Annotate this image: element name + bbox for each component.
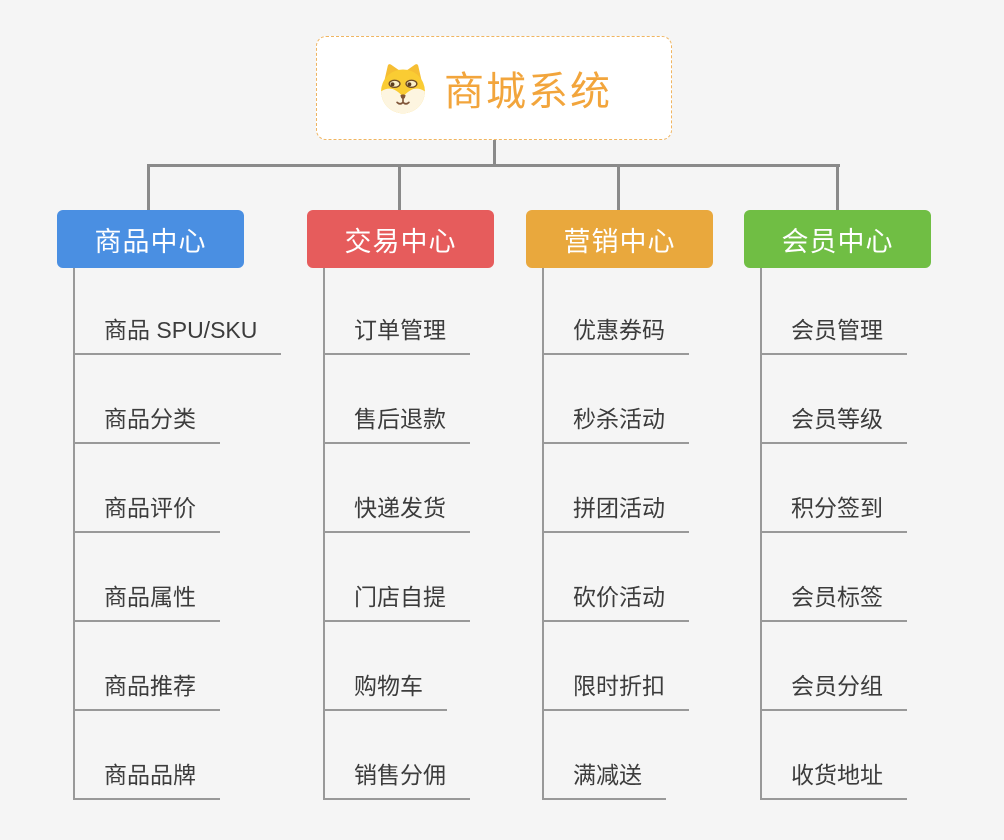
- connector-drop-marketing: [617, 164, 620, 210]
- branch-spine: [542, 268, 544, 800]
- leaf-node[interactable]: 限时折扣: [542, 672, 689, 711]
- branch-node-member[interactable]: 会员中心: [744, 210, 931, 268]
- leaf-node[interactable]: 商品品牌: [73, 761, 220, 800]
- branch-spine: [760, 268, 762, 800]
- leaf-node[interactable]: 会员分组: [760, 672, 907, 711]
- leaf-node[interactable]: 购物车: [323, 672, 447, 711]
- branch-node-trade[interactable]: 交易中心: [307, 210, 494, 268]
- leaf-node[interactable]: 收货地址: [760, 761, 907, 800]
- leaf-node[interactable]: 会员管理: [760, 316, 907, 355]
- leaf-node[interactable]: 拼团活动: [542, 494, 689, 533]
- connector-horizontal: [147, 164, 840, 167]
- leaf-node[interactable]: 商品 SPU/SKU: [73, 316, 282, 355]
- leaf-node[interactable]: 秒杀活动: [542, 405, 689, 444]
- leaf-node[interactable]: 商品分类: [73, 405, 220, 444]
- leaf-node[interactable]: 商品属性: [73, 583, 220, 622]
- leaf-node[interactable]: 满减送: [542, 761, 666, 800]
- branch-spine: [323, 268, 325, 800]
- connector-drop-product: [147, 164, 150, 210]
- branch-trade: 交易中心 订单管理 售后退款 快递发货 门店自提 购物车 销售分佣: [307, 210, 494, 800]
- branch-node-product[interactable]: 商品中心: [57, 210, 244, 268]
- leaf-node[interactable]: 优惠券码: [542, 316, 689, 355]
- branch-node-marketing[interactable]: 营销中心: [526, 210, 713, 268]
- leaf-node[interactable]: 销售分佣: [323, 761, 470, 800]
- leaf-node[interactable]: 售后退款: [323, 405, 470, 444]
- leaf-node[interactable]: 商品评价: [73, 494, 220, 533]
- leaf-node[interactable]: 商品推荐: [73, 672, 220, 711]
- leaf-node[interactable]: 门店自提: [323, 583, 470, 622]
- branch-spine: [73, 268, 75, 800]
- connector-root-drop: [493, 140, 496, 166]
- leaf-node[interactable]: 会员等级: [760, 405, 907, 444]
- leaf-node[interactable]: 砍价活动: [542, 583, 689, 622]
- leaf-node[interactable]: 订单管理: [323, 316, 470, 355]
- doge-icon: [376, 61, 430, 115]
- leaf-node[interactable]: 快递发货: [323, 494, 470, 533]
- branch-product: 商品中心 商品 SPU/SKU 商品分类 商品评价 商品属性 商品推荐 商品品牌: [57, 210, 282, 800]
- branch-marketing: 营销中心 优惠券码 秒杀活动 拼团活动 砍价活动 限时折扣 满减送: [526, 210, 713, 800]
- connector-drop-trade: [398, 164, 401, 210]
- root-title: 商城系统: [444, 70, 612, 114]
- root-node[interactable]: 商城系统: [316, 36, 672, 140]
- leaf-node[interactable]: 积分签到: [760, 494, 907, 533]
- connector-drop-member: [836, 164, 839, 210]
- leaf-node[interactable]: 会员标签: [760, 583, 907, 622]
- branch-member: 会员中心 会员管理 会员等级 积分签到 会员标签 会员分组 收货地址: [744, 210, 931, 800]
